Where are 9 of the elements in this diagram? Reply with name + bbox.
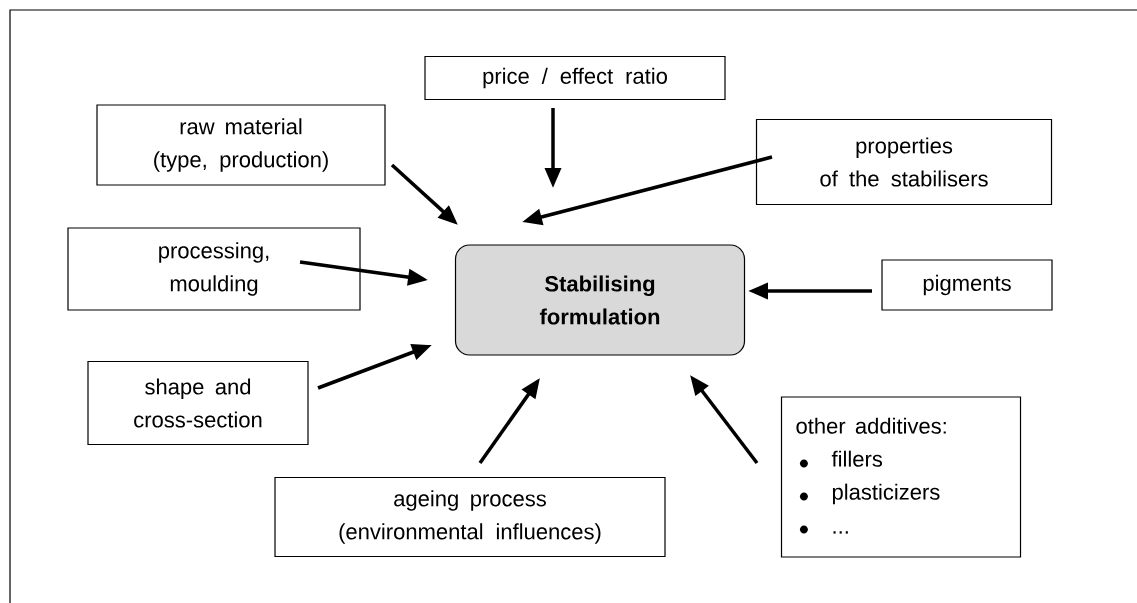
factor-box: processing, moulding: [67, 227, 361, 311]
factor-box: properties of the stabilisers: [755, 118, 1053, 206]
factor-box: shape and cross-section: [87, 360, 309, 446]
formulation-box: Stabilising formulation: [454, 244, 746, 356]
factor-box: pigments: [881, 259, 1053, 311]
additives-box: other additives: fillers plasticizers ...: [780, 396, 1022, 558]
factor-box: ageing process (environmental influences): [274, 476, 666, 558]
factor-box: price / effect ratio: [424, 55, 726, 101]
factor-box: raw material (type, production): [96, 104, 386, 186]
